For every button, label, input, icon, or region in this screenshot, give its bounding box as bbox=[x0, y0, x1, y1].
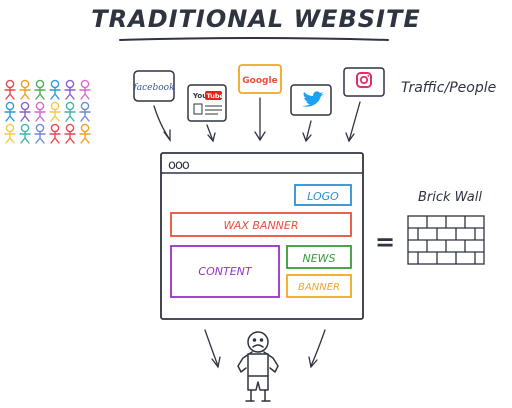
content-label: CONTENT bbox=[198, 265, 252, 278]
person-icon bbox=[64, 101, 76, 122]
diagram-title: TRADITIONAL WEBSITE bbox=[91, 5, 420, 33]
youtube-tube-label: Tube bbox=[207, 92, 225, 100]
person-icon bbox=[49, 123, 61, 144]
twitter-icon bbox=[290, 84, 332, 116]
google-icon: Google bbox=[238, 64, 282, 94]
person-icon bbox=[4, 123, 16, 144]
person-icon bbox=[79, 101, 91, 122]
banner-label: BANNER bbox=[298, 282, 340, 293]
youtube-you-label: You bbox=[192, 92, 207, 100]
instagram-icon bbox=[343, 67, 385, 97]
banner-block: BANNER bbox=[286, 274, 352, 298]
person-icon bbox=[19, 123, 31, 144]
person-icon bbox=[49, 101, 61, 122]
person-icon bbox=[49, 79, 61, 100]
logo-label: LOGO bbox=[307, 190, 339, 203]
person-icon bbox=[64, 79, 76, 100]
person-icon bbox=[34, 123, 46, 144]
title-underline bbox=[119, 37, 389, 41]
person-icon bbox=[4, 101, 16, 122]
equals-sign: = bbox=[375, 228, 395, 256]
youtube-icon: You Tube bbox=[187, 84, 227, 122]
facebook-icon-label: facebook bbox=[132, 83, 174, 93]
person-icon bbox=[34, 79, 46, 100]
browser-dots: ooo bbox=[168, 158, 190, 173]
news-label: NEWS bbox=[302, 252, 335, 265]
bottom-arrows bbox=[204, 329, 326, 369]
google-icon-label: Google bbox=[242, 76, 277, 86]
person-icon bbox=[79, 79, 91, 100]
person-icon bbox=[64, 123, 76, 144]
person-icon bbox=[34, 101, 46, 122]
sad-person-icon bbox=[237, 331, 279, 402]
traffic-arrows bbox=[153, 97, 361, 143]
person-icon bbox=[19, 101, 31, 122]
news-block: NEWS bbox=[286, 245, 352, 269]
people-crowd bbox=[4, 79, 91, 144]
logo-block: LOGO bbox=[294, 184, 352, 206]
facebook-icon: facebook bbox=[132, 70, 175, 102]
wax-banner-label: WAX BANNER bbox=[223, 219, 298, 232]
traffic-label: Traffic/People bbox=[401, 80, 496, 96]
content-block: CONTENT bbox=[170, 245, 280, 298]
person-icon bbox=[4, 79, 16, 100]
person-icon bbox=[19, 79, 31, 100]
wax-banner-block: WAX BANNER bbox=[170, 212, 352, 237]
brick-wall-label: Brick Wall bbox=[418, 190, 482, 205]
brick-wall-icon bbox=[407, 215, 485, 265]
person-icon bbox=[79, 123, 91, 144]
